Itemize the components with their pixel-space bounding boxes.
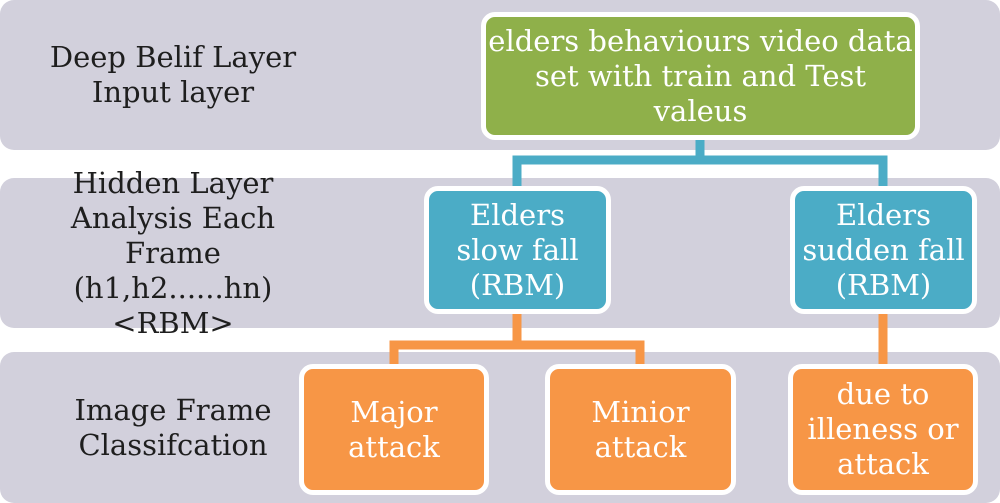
node-major-attack: Major attack bbox=[299, 364, 489, 495]
node-elders-slow-fall: Elders slow fall (RBM) bbox=[424, 186, 611, 314]
node-illeness-or-attack: due to illeness or attack bbox=[788, 364, 978, 495]
connector-slow-fall-to-major-attack bbox=[389, 313, 522, 368]
band-label-classification-layer: Image Frame Classifcation bbox=[74, 392, 272, 462]
connector-slow-fall-to-minior-attack bbox=[517, 340, 645, 368]
band-label-hidden-layer: Hidden Layer Analysis Each Frame (h1,h2.… bbox=[70, 165, 276, 340]
node-elders-sudden-fall: Elders sudden fall (RBM) bbox=[790, 186, 977, 314]
connector-root-to-sudden-fall bbox=[700, 155, 888, 188]
band-label-input-layer: Deep Belif Layer Input layer bbox=[49, 40, 297, 109]
node-minior-attack: Minior attack bbox=[545, 364, 736, 495]
connector-root-to-slow-fall bbox=[512, 138, 705, 188]
node-input-dataset: elders behaviours video data set with tr… bbox=[481, 12, 920, 140]
